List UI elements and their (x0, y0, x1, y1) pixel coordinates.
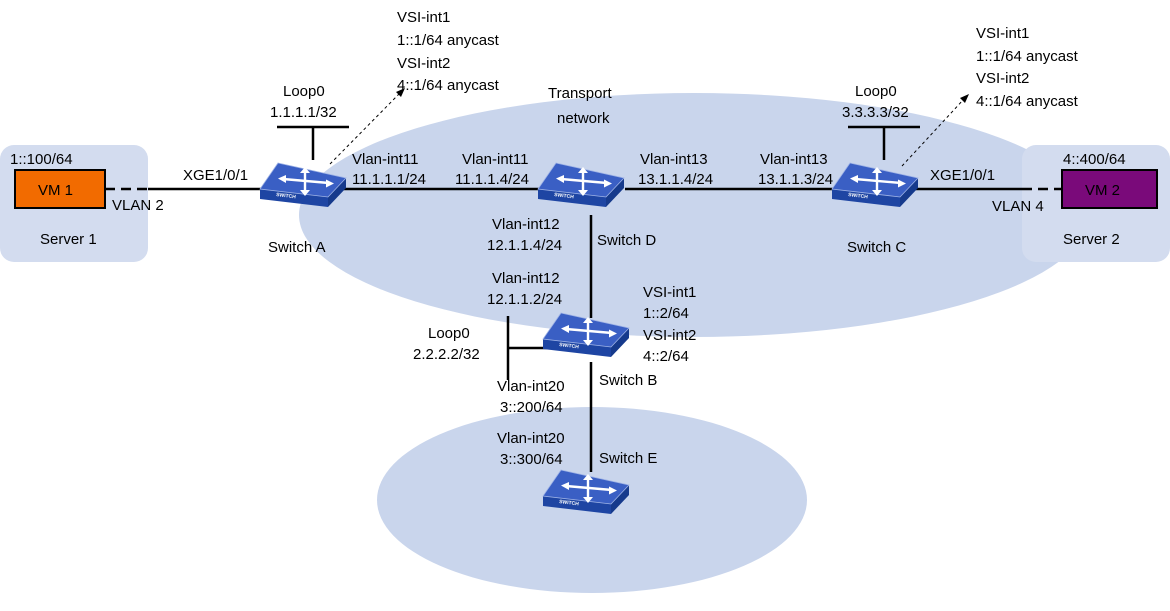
switch-c-name: Switch C (847, 239, 906, 256)
switch-d-down-if: Vlan-int12 (492, 216, 560, 233)
switch-a-loop-label: Loop0 (283, 83, 325, 100)
switch-e-up-if: Vlan-int20 (497, 430, 565, 447)
switch-d-icon[interactable]: SWITCH (536, 161, 626, 209)
switch-b-loop-label: Loop0 (428, 325, 470, 342)
switch-badge: SWITCH (554, 192, 575, 200)
callout-a-line (329, 92, 401, 165)
switch-b-vsi2: VSI-int2 (643, 327, 696, 344)
switch-b-name: Switch B (599, 372, 657, 389)
vm2-box[interactable] (1061, 169, 1158, 209)
switch-b-down-ip: 3::200/64 (500, 399, 563, 416)
transport-label-line2: network (557, 110, 610, 127)
switch-b-icon[interactable]: SWITCH (541, 311, 631, 359)
callout-a-vsi2-ip: 4::1/64 anycast (397, 77, 500, 94)
switch-b-up-ip: 12.1.1.2/24 (487, 291, 562, 308)
switch-a-vlan-if: Vlan-int11 (352, 151, 418, 168)
callout-a-vsi1: VSI-int1 (397, 9, 450, 26)
switch-badge: SWITCH (559, 342, 580, 350)
switch-badge: SWITCH (848, 192, 869, 200)
switch-badge: SWITCH (559, 499, 580, 507)
callout-a-vsi1-ip: 1::1/64 anycast (397, 32, 500, 49)
switch-a-loop-ip: 1.1.1.1/32 (270, 104, 337, 121)
switch-c-vlan-ip: 13.1.1.3/24 (758, 171, 833, 188)
switch-b-loop-ip: 2.2.2.2/32 (413, 346, 480, 363)
transport-network-cloud (299, 93, 1089, 337)
switch-badge: SWITCH (276, 192, 297, 200)
callout-a-vsi2: VSI-int2 (397, 55, 450, 72)
switch-a-name: Switch A (268, 239, 326, 256)
switch-b-up-if: Vlan-int12 (492, 270, 560, 287)
switch-c-vlan-if: Vlan-int13 (760, 151, 828, 168)
switch-d-left-if: Vlan-int11 (462, 151, 528, 168)
switch-d-name: Switch D (597, 232, 656, 249)
callout-a-arrowhead (396, 88, 405, 97)
switch-e-name: Switch E (599, 450, 657, 467)
server2-vlan: VLAN 4 (992, 198, 1044, 215)
callout-c-vsi2-ip: 4::1/64 anycast (976, 93, 1079, 110)
switch-c-icon[interactable]: SWITCH (830, 161, 920, 209)
switch-a-icon[interactable]: SWITCH (258, 161, 348, 209)
transport-label-line1: Transport (548, 85, 612, 102)
server1-vlan: VLAN 2 (112, 197, 164, 214)
switch-d-right-ip: 13.1.1.4/24 (638, 171, 713, 188)
switch-c-loop-label: Loop0 (855, 83, 897, 100)
switch-a-port: XGE1/0/1 (183, 167, 248, 184)
switch-e-icon[interactable]: SWITCH (541, 468, 631, 516)
switch-a-vlan-ip: 11.1.1.1/24 (352, 171, 426, 188)
vm2-label: VM 2 (1085, 182, 1120, 199)
switch-b-vsi2-ip: 4::2/64 (643, 348, 689, 365)
switch-b-vsi1-ip: 1::2/64 (643, 305, 689, 322)
vm1-label: VM 1 (38, 182, 73, 199)
switch-c-loop-ip: 3.3.3.3/32 (842, 104, 909, 121)
server2-ip: 4::400/64 (1063, 151, 1126, 168)
switch-b-vsi1: VSI-int1 (643, 284, 696, 301)
server1-label: Server 1 (40, 231, 97, 248)
server2-label: Server 2 (1063, 231, 1120, 248)
switch-c-port: XGE1/0/1 (930, 167, 995, 184)
server1-ip: 1::100/64 (10, 151, 73, 168)
switch-e-up-ip: 3::300/64 (500, 451, 563, 468)
switch-b-down-if: Vlan-int20 (497, 378, 565, 395)
switch-d-right-if: Vlan-int13 (640, 151, 708, 168)
links (105, 125, 1062, 472)
switch-d-down-ip: 12.1.1.4/24 (487, 237, 562, 254)
switch-d-left-ip: 11.1.1.4/24 (455, 171, 529, 188)
callout-c-arrowhead (960, 94, 969, 103)
callout-c-vsi1: VSI-int1 (976, 25, 1029, 42)
callout-c-vsi1-ip: 1::1/64 anycast (976, 48, 1079, 65)
callout-c-vsi2: VSI-int2 (976, 70, 1029, 87)
